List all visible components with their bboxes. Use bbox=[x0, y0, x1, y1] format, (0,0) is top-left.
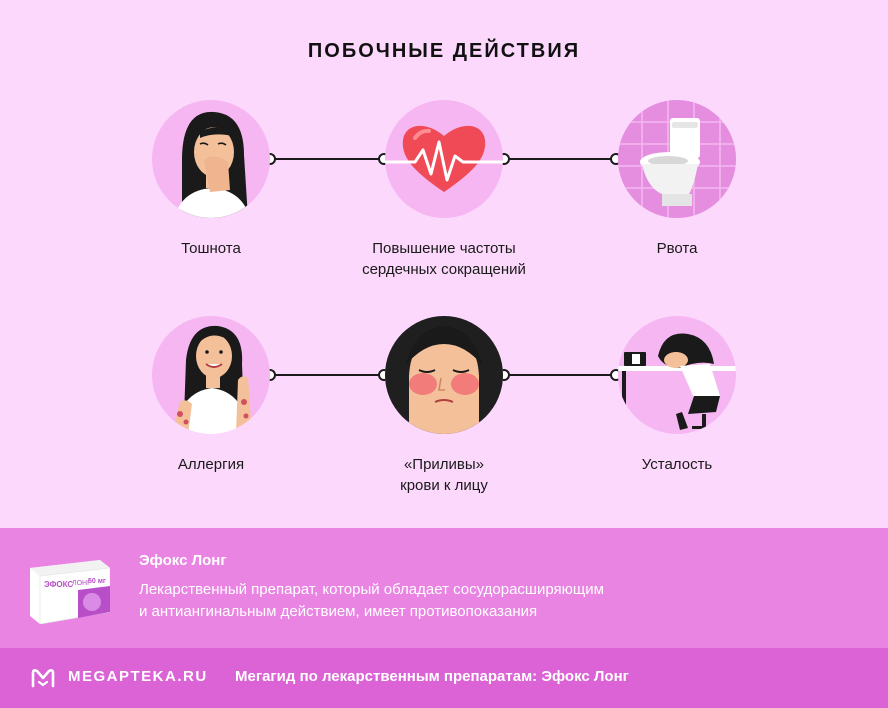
effect-label-nausea: Тошнота bbox=[181, 240, 241, 257]
effect-label-tired: Усталость bbox=[641, 456, 713, 473]
drug-name: Эфокс Лонг bbox=[139, 552, 227, 569]
drug-description: Лекарственный препарат, который обладает… bbox=[139, 581, 604, 620]
package-dose: 50 мг bbox=[88, 578, 106, 585]
megapteka-logo-icon[interactable] bbox=[30, 666, 56, 690]
brand-name-link[interactable]: MEGAPTEKA.RU bbox=[68, 668, 208, 685]
footer-caption: Мегагид по лекарственным препаратам: Эфо… bbox=[235, 668, 629, 685]
effect-circle-heartbeat bbox=[385, 100, 503, 218]
tired-woman-icon bbox=[618, 333, 736, 430]
package-brand: ЭФОКС bbox=[44, 580, 74, 589]
effect-circle-vomit bbox=[618, 100, 736, 218]
medicine-box-icon bbox=[30, 560, 111, 625]
connector-line bbox=[270, 158, 386, 160]
connector-line bbox=[504, 374, 618, 376]
footer: MEGAPTEKA.RU Мегагид по лекарственным пр… bbox=[0, 648, 888, 708]
connector-line bbox=[270, 374, 386, 376]
package-sub: ЛОНГ bbox=[72, 580, 91, 587]
nausea-woman-icon bbox=[174, 111, 250, 218]
effect-label-heartbeat: Повышение частоты сердечных сокращений bbox=[362, 240, 526, 278]
effect-circle-nausea bbox=[152, 100, 270, 218]
effect-label-allergy: Аллергия bbox=[177, 456, 245, 473]
heartbeat-icon bbox=[385, 125, 503, 192]
effect-circle-allergy bbox=[152, 316, 270, 434]
effect-circle-flush bbox=[385, 316, 503, 434]
toilet-icon bbox=[618, 100, 736, 218]
page-title: ПОБОЧНЫЕ ДЕЙСТВИЯ bbox=[307, 40, 581, 62]
connector-line bbox=[504, 158, 618, 160]
drug-info-band: ЭФОКС ЛОНГ 50 мг Эфокс Лонг Лекарственны… bbox=[0, 528, 888, 648]
effect-label-vomit: Рвота bbox=[656, 240, 698, 257]
effect-circle-tired bbox=[618, 316, 736, 434]
allergy-woman-icon bbox=[172, 325, 252, 434]
flushed-face-icon bbox=[385, 316, 503, 434]
drug-package: ЭФОКС ЛОНГ 50 мг bbox=[30, 550, 111, 625]
effect-label-flush: «Приливы» крови к лицу bbox=[400, 456, 488, 494]
